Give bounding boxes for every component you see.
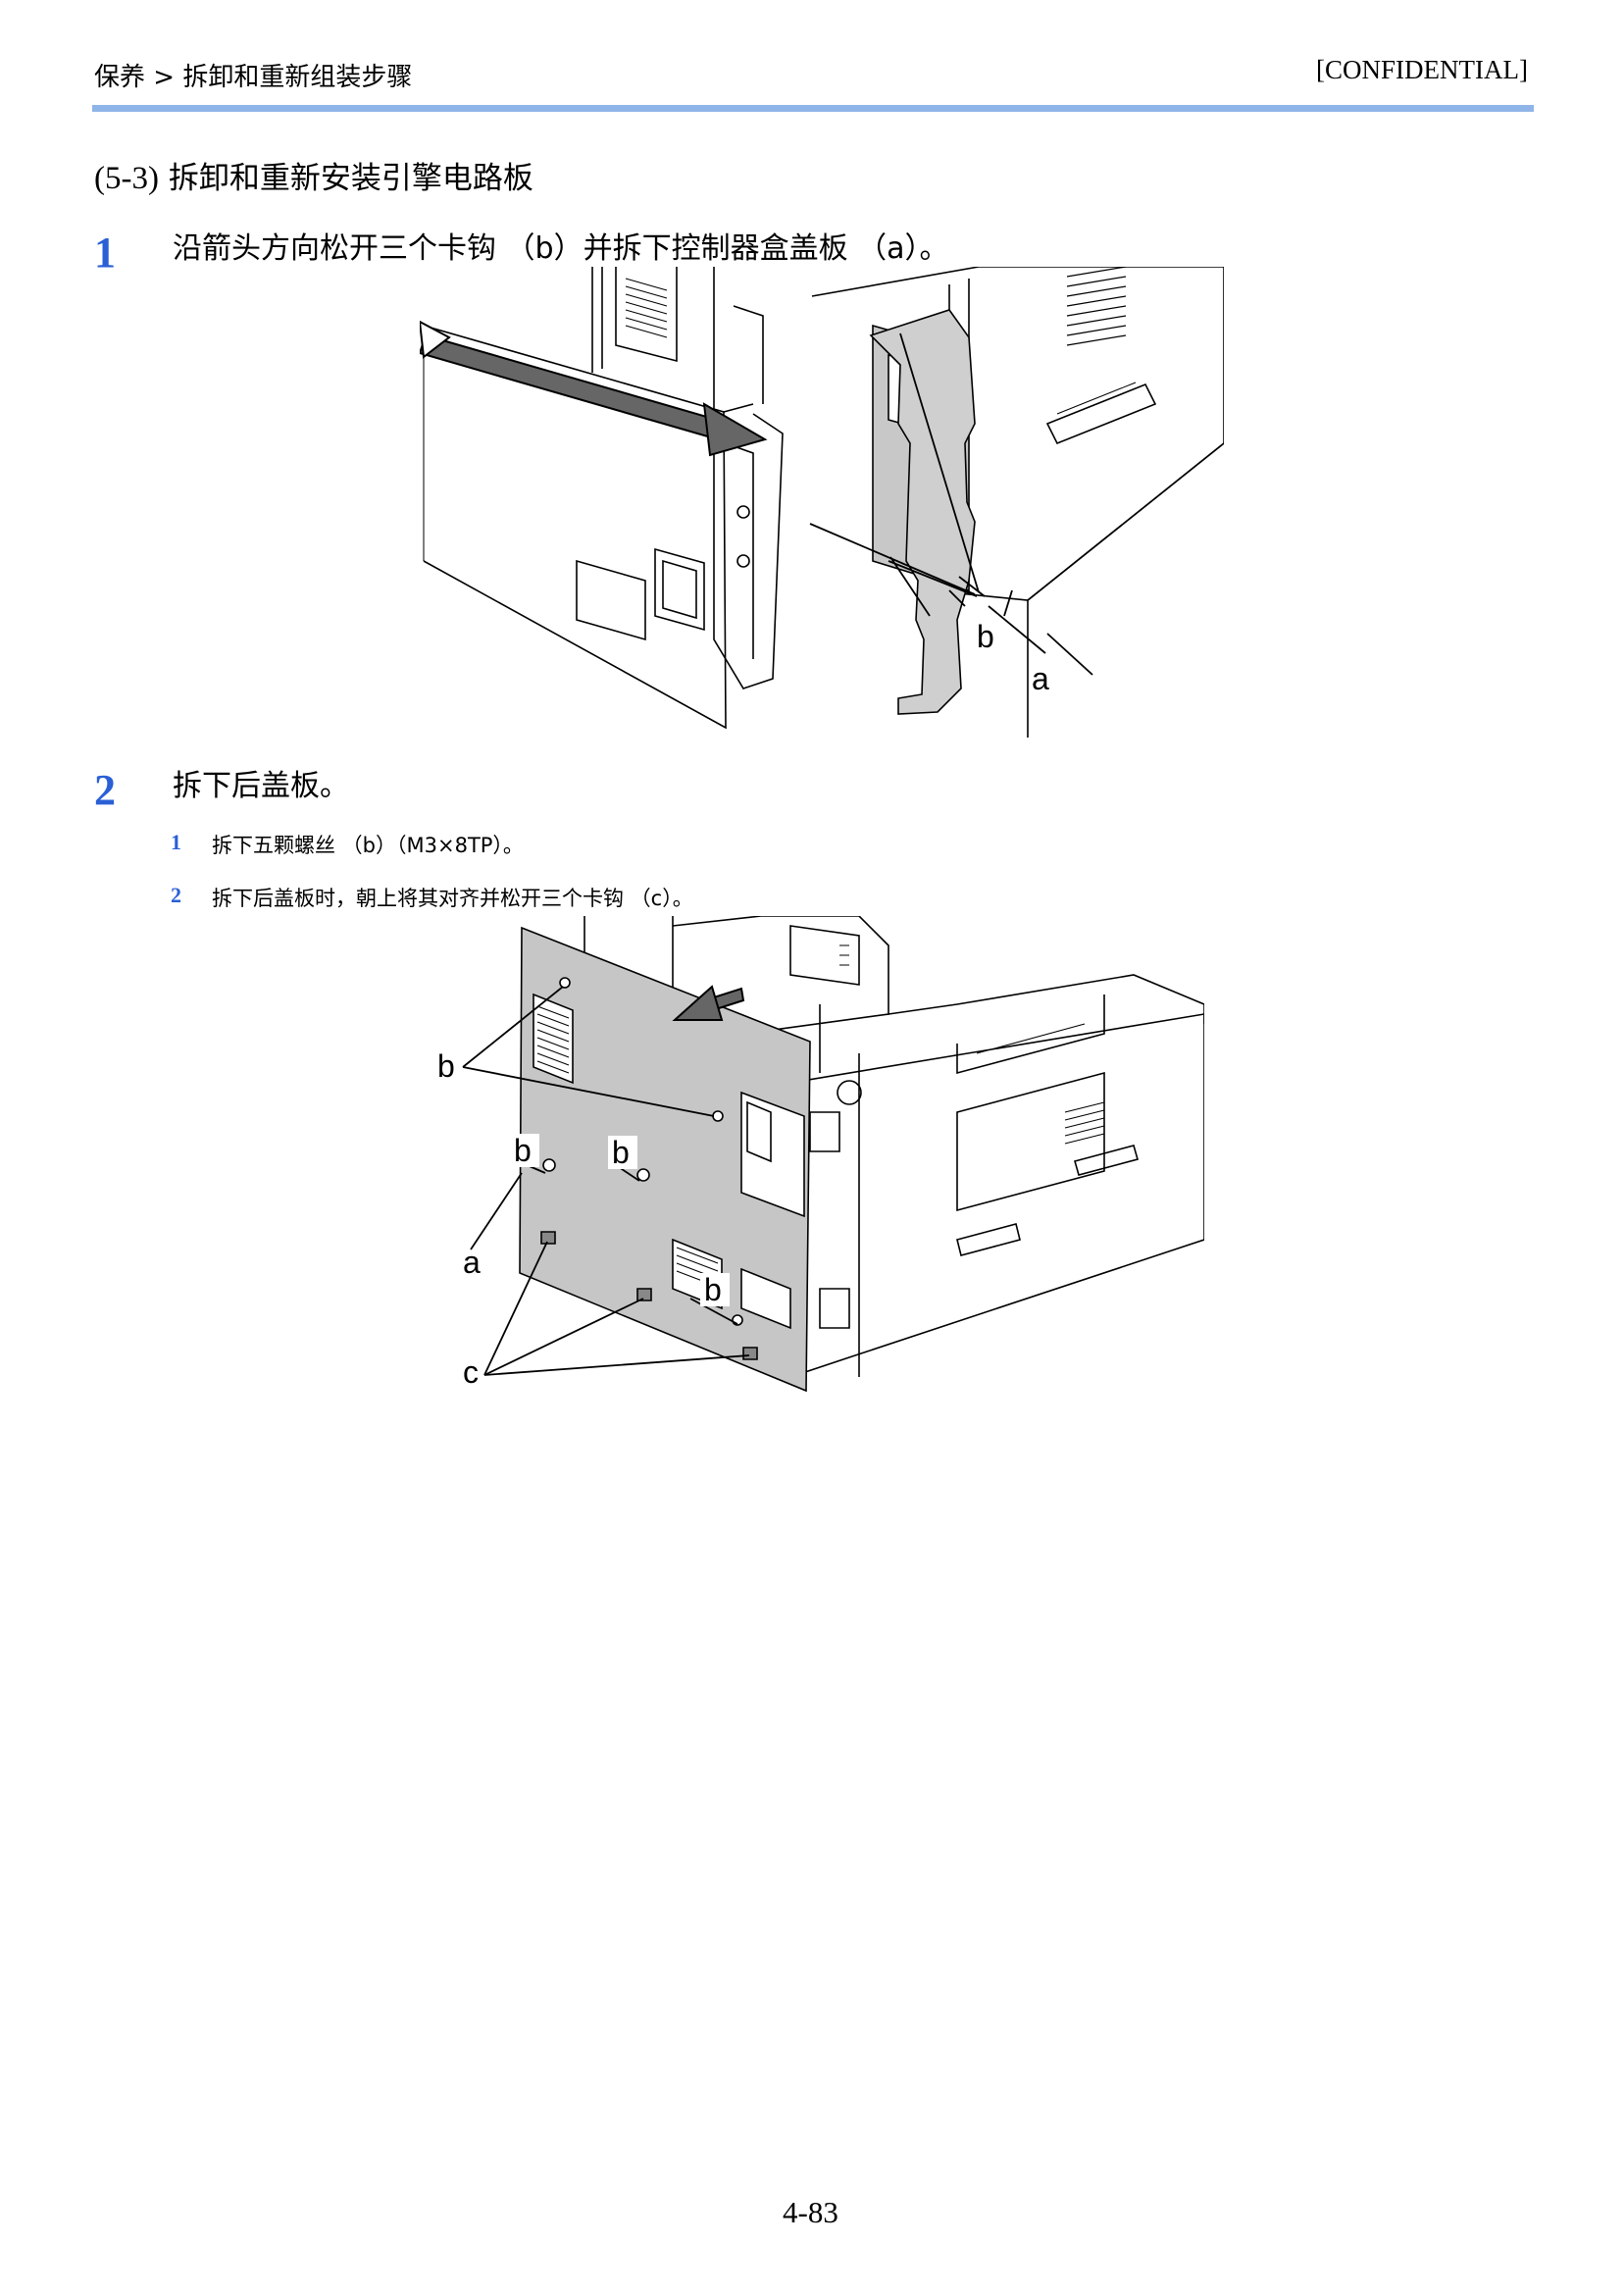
step-2-text: 拆下后盖板。 bbox=[173, 769, 349, 803]
substep-2-text: 拆下后盖板时，朝上将其对齐并松开三个卡钩 （c）。 bbox=[212, 887, 693, 910]
step-2-figure: b b b a b c bbox=[437, 916, 1204, 1393]
section-number: (5-3) bbox=[94, 161, 159, 196]
label-a-cover: a bbox=[1032, 661, 1049, 696]
label-b-screw-left: b bbox=[514, 1133, 532, 1168]
substep-1-number: 1 bbox=[171, 830, 181, 854]
page-number: 4-83 bbox=[783, 2195, 838, 2229]
label-b-screws-top: b bbox=[437, 1048, 455, 1084]
substep-2-number: 2 bbox=[171, 883, 181, 907]
step-2-number: 2 bbox=[94, 766, 116, 814]
label-b-screw-middle: b bbox=[612, 1135, 630, 1170]
step-1-number: 1 bbox=[94, 229, 116, 277]
step-1-figure: b a bbox=[420, 267, 1224, 738]
substep-1-text: 拆下五颗螺丝 （b）（M3×8TP）。 bbox=[212, 834, 524, 857]
label-b-hooks: b bbox=[977, 619, 994, 654]
label-b-screw-bottom: b bbox=[704, 1272, 722, 1307]
label-a-panel: a bbox=[463, 1245, 481, 1280]
breadcrumb: 保养 > 拆卸和重新组装步骤 bbox=[94, 63, 413, 92]
confidential-label: [CONFIDENTIAL] bbox=[1316, 55, 1528, 84]
step-1-text: 沿箭头方向松开三个卡钩 （b）并拆下控制器盒盖板 （a）。 bbox=[173, 231, 949, 266]
section-title: (5-3) 拆卸和重新安装引擎电路板 bbox=[94, 153, 533, 197]
label-c-hooks: c bbox=[463, 1354, 479, 1390]
header-divider bbox=[92, 105, 1534, 112]
section-title-text: 拆卸和重新安装引擎电路板 bbox=[168, 161, 533, 196]
